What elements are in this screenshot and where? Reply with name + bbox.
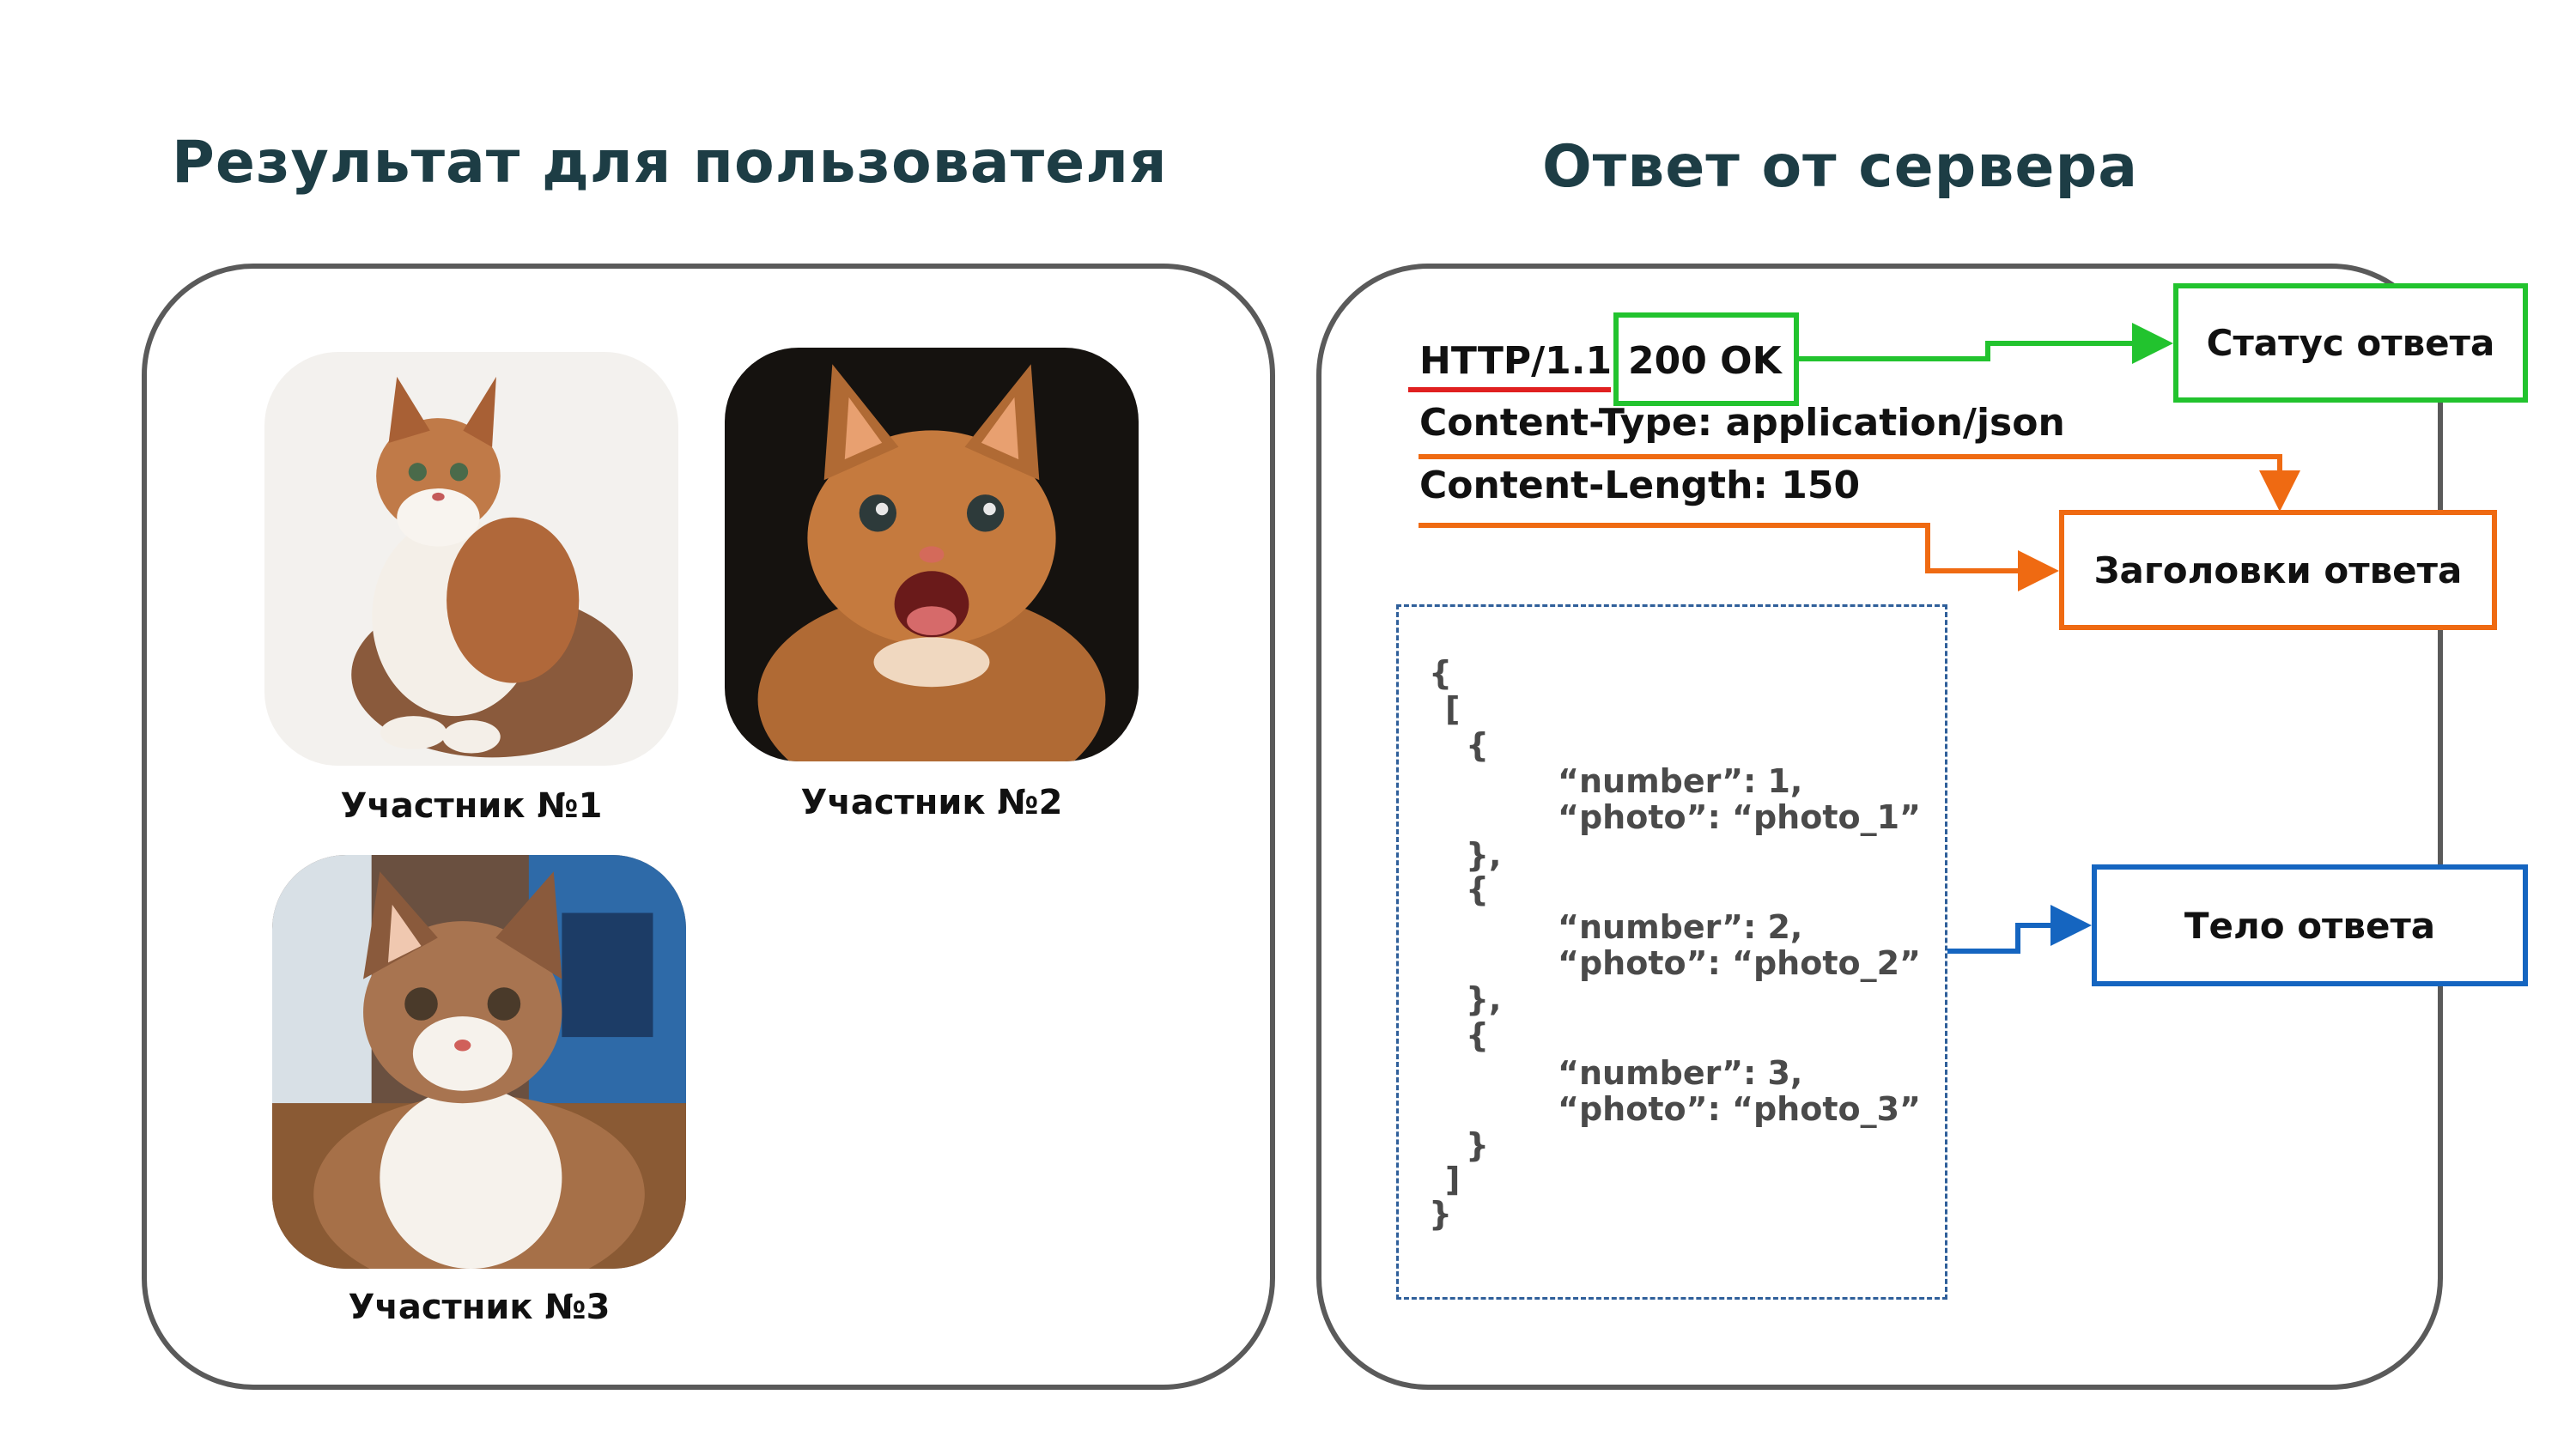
json-item-1-number: “number”: 1,: [1558, 762, 1803, 800]
json-item-3-number: “number”: 3,: [1558, 1054, 1803, 1092]
json-item-3-open: {: [1466, 1016, 1490, 1054]
json-item-1-close: },: [1466, 836, 1502, 874]
participant-2-caption: Участник №2: [800, 783, 1063, 822]
json-close-bracket: ]: [1445, 1161, 1461, 1198]
response-body-box: [1396, 604, 1947, 1300]
json-item-2-photo: “photo”: “photo_2”: [1558, 944, 1922, 982]
json-item-3-photo: “photo”: “photo_3”: [1558, 1090, 1922, 1128]
headers-label-box: Заголовки ответа: [2059, 510, 2497, 630]
json-item-2-open: {: [1466, 870, 1490, 908]
right-title: Ответ от сервера: [1542, 133, 2139, 201]
json-close-brace: }: [1429, 1195, 1453, 1233]
json-item-2-number: “number”: 2,: [1558, 908, 1803, 946]
user-result-panel: [142, 264, 1275, 1390]
participant-1-caption: Участник №1: [340, 786, 603, 826]
body-label-box: Тело ответа: [2092, 864, 2528, 986]
json-item-1-photo: “photo”: “photo_1”: [1558, 798, 1922, 836]
json-item-2-close: },: [1466, 980, 1502, 1018]
http-status-code: 200 OK: [1628, 339, 1782, 383]
http-protocol: HTTP/1.1: [1419, 339, 1613, 383]
json-open-brace: {: [1429, 654, 1453, 692]
server-response-panel: [1316, 264, 2443, 1390]
participant-3-caption: Участник №3: [348, 1288, 611, 1327]
json-open-bracket: [: [1445, 690, 1461, 728]
participant-1-photo: [264, 352, 678, 766]
json-item-1-open: {: [1466, 726, 1490, 764]
header-content-type: Content-Type: application/json: [1419, 401, 2065, 445]
header-content-length: Content-Length: 150: [1419, 464, 1861, 507]
json-item-3-close: }: [1466, 1126, 1490, 1164]
status-label-box: Статус ответа: [2173, 283, 2528, 403]
left-title: Результат для пользователя: [172, 129, 1168, 197]
participant-2-photo: [725, 348, 1139, 761]
participant-3-photo: [272, 855, 686, 1269]
